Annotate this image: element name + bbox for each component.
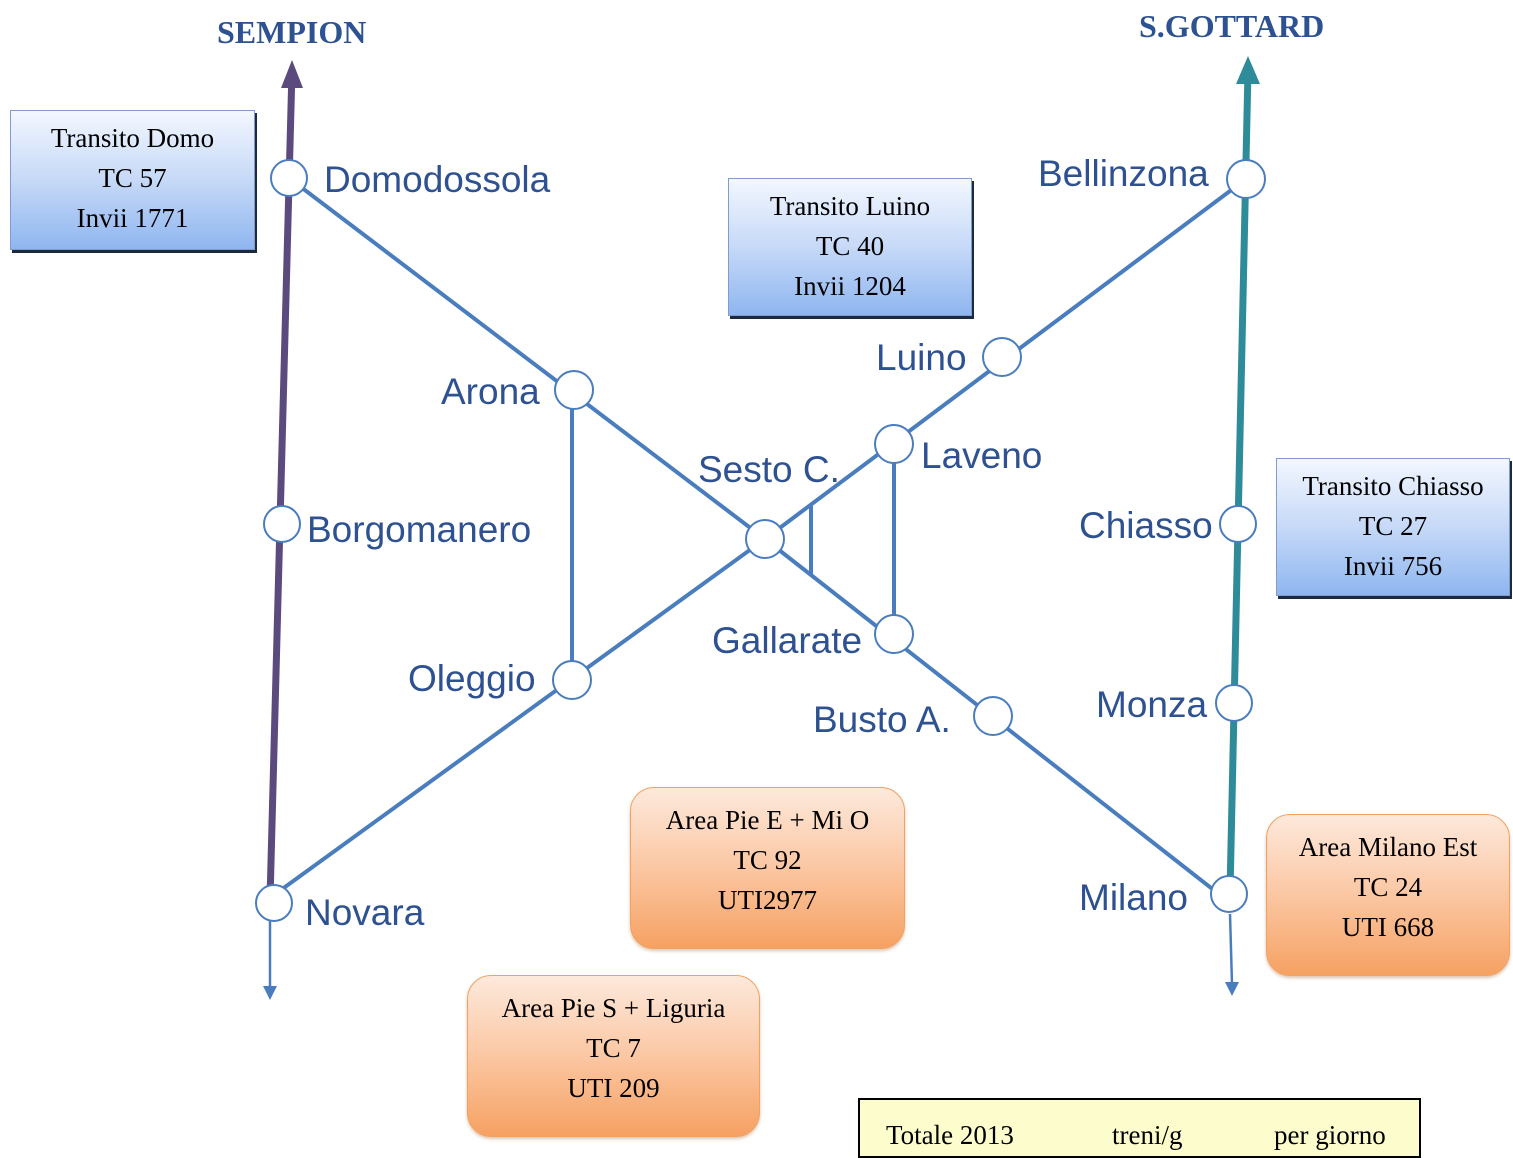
milano-south-line: [1228, 913, 1234, 985]
transit-box-domo: Transito Domo TC 57 Invii 1771: [10, 110, 255, 250]
station-label-busto: Busto A.: [813, 699, 951, 740]
area-milano-est-uti: UTI 668: [1341, 912, 1435, 942]
station-node-gallarate: [874, 614, 914, 654]
totale-col2: treni/g: [1112, 1120, 1183, 1150]
area-milano-est-tc: TC 24: [1353, 872, 1423, 902]
transit-box-chiasso: Transito Chiasso TC 27 Invii 756: [1276, 458, 1510, 596]
station-node-busto: [973, 696, 1013, 736]
area-box-pie-e-mi-o: Area Pie E + Mi O TC 92 UTI2977: [630, 787, 905, 949]
station-node-novara: [255, 884, 293, 922]
transit-luino-invii: Invii 1204: [794, 271, 906, 301]
transit-luino-title: Transito Luino: [769, 191, 931, 221]
transit-chiasso-invii: Invii 756: [1343, 551, 1443, 581]
area-pie-e-mi-o-uti: UTI2977: [718, 885, 817, 915]
station-label-gallarate: Gallarate: [712, 620, 863, 661]
station-node-oleggio: [552, 660, 592, 700]
line-domodossola-sesto: [287, 176, 767, 541]
area-pie-s-liguria-uti: UTI 209: [567, 1073, 660, 1103]
transit-domo-title: Transito Domo: [50, 123, 215, 153]
area-box-milano-est: Area Milano Est TC 24 UTI 668: [1266, 814, 1510, 976]
transit-domo-invii: Invii 1771: [76, 203, 189, 233]
station-label-milano: Milano: [1079, 877, 1188, 918]
station-node-domodossola: [270, 159, 308, 197]
station-label-chiasso: Chiasso: [1079, 505, 1213, 546]
station-label-luino: Luino: [876, 337, 967, 378]
corridor-title-gottard: S.GOTTARD: [1139, 8, 1325, 44]
transit-chiasso-title: Transito Chiasso: [1302, 471, 1484, 501]
gottard-axis-line: [1226, 69, 1252, 893]
station-label-monza: Monza: [1096, 684, 1208, 725]
transit-domo-tc: TC 57: [98, 163, 167, 193]
station-node-monza: [1215, 684, 1253, 722]
station-label-arona: Arona: [441, 371, 540, 412]
transit-luino-tc: TC 40: [815, 231, 885, 261]
station-label-laveno: Laveno: [921, 435, 1043, 476]
station-node-milano: [1210, 875, 1248, 913]
sempion-arrow-up-icon: [281, 60, 303, 88]
transit-chiasso-tc: TC 27: [1358, 511, 1428, 541]
station-node-chiasso: [1219, 505, 1257, 543]
station-node-luino: [982, 337, 1022, 377]
station-label-novara: Novara: [305, 892, 425, 933]
area-milano-est-title: Area Milano Est: [1298, 832, 1478, 862]
station-node-bellinzona: [1226, 159, 1266, 199]
area-pie-e-mi-o-title: Area Pie E + Mi O: [665, 805, 870, 835]
area-pie-e-mi-o-tc: TC 92: [733, 845, 802, 875]
station-label-oleggio: Oleggio: [408, 658, 536, 699]
gottard-arrow-up-icon: [1236, 56, 1260, 84]
station-label-borgomanero: Borgomanero: [307, 509, 532, 550]
area-pie-s-liguria-title: Area Pie S + Liguria: [501, 993, 726, 1023]
line-novara-sesto: [272, 537, 767, 897]
sempion-axis-line: [266, 69, 296, 901]
area-box-pie-s-liguria: Area Pie S + Liguria TC 7 UTI 209: [467, 975, 760, 1137]
totale-col3: per giorno: [1274, 1120, 1386, 1150]
corridor-title-sempion: SEMPION: [217, 14, 367, 50]
area-pie-s-liguria-tc: TC 7: [586, 1033, 641, 1063]
transit-box-luino: Transito Luino TC 40 Invii 1204: [728, 178, 972, 316]
station-node-borgomanero: [263, 505, 301, 543]
station-label-domodossola: Domodossola: [324, 159, 551, 200]
station-node-arona: [554, 370, 594, 410]
totale-col1: Totale 2013: [886, 1120, 1014, 1150]
station-node-laveno: [874, 424, 914, 464]
station-label-bellinzona: Bellinzona: [1038, 153, 1209, 194]
novara-south-arrow-icon: [263, 986, 277, 1000]
totale-box: Totale 2013 treni/g per giorno: [858, 1098, 1421, 1158]
station-node-sesto: [745, 519, 785, 559]
station-label-sesto: Sesto C.: [698, 449, 840, 490]
milano-south-arrow-icon: [1225, 982, 1239, 996]
